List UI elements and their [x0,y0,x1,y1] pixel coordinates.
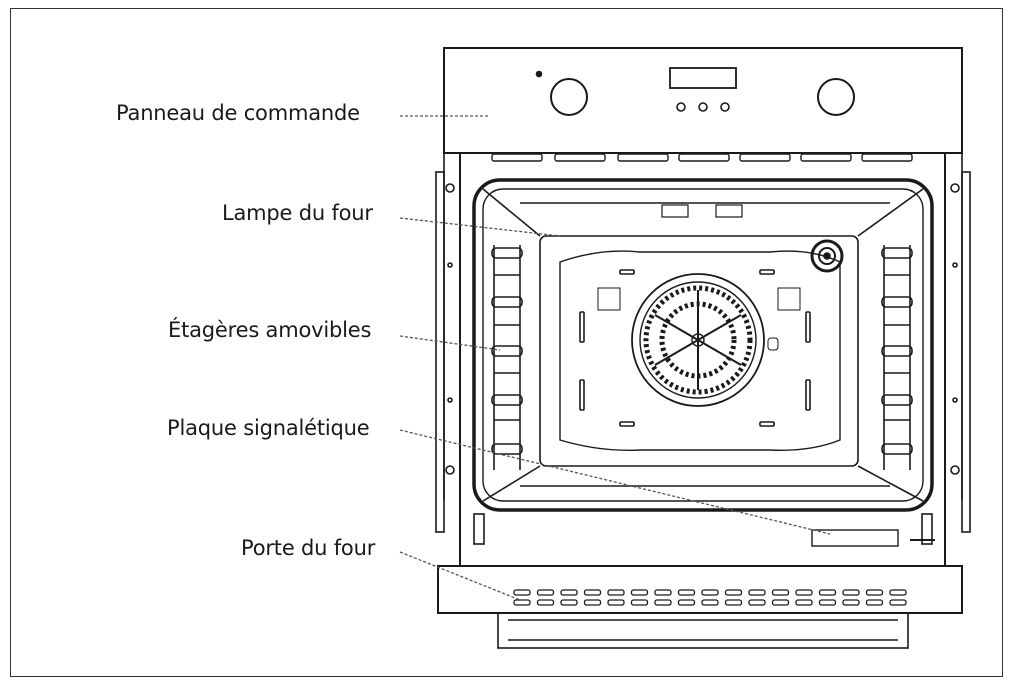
oven-body [435,153,971,565]
shelf-rails-right [881,245,913,470]
oven-cavity [472,178,934,512]
door-vent-slot [654,599,672,606]
door-vent-slot [842,599,860,606]
leader-rating-plate [399,429,831,535]
door-vent-slot [748,589,766,596]
leader-oven-door [399,551,521,601]
door-vent-slot [771,589,790,596]
rating-plate-rect [811,529,899,547]
door-vents [513,589,907,606]
door-vent-slot [607,599,625,606]
door-vent-slot [513,599,531,606]
leader-removable-shelves [399,335,501,351]
door-vent-slot [677,589,696,596]
door-vent-slot [677,599,696,606]
door-vent-slot [630,589,649,596]
door-vent-slot [865,599,884,606]
door-vent-slot [724,589,743,596]
door-vent-slot [795,599,813,606]
oven-lamp-fixture [810,239,844,273]
oven-door [437,550,963,649]
door-vent-slot [513,589,531,596]
door-vent-slot [748,599,766,606]
door-vent-slot [795,589,813,596]
door-vent-slot [818,589,837,596]
door-vent-slot [654,589,672,596]
door-vent-slot [536,599,555,606]
leader-oven-lamp [399,217,561,237]
door-vent-slot [560,589,578,596]
door-vent-slot [701,599,719,606]
label-oven-door: Porte du four [241,536,376,560]
door-vent-slot [889,599,907,606]
door-vent-slot [701,589,719,596]
door-vent-slot [865,589,884,596]
door-vent-slot [889,589,907,596]
door-vent-slot [818,599,837,606]
leader-lines [399,115,831,601]
convection-fan [631,273,765,407]
door-vent-slot [583,589,602,596]
door-vent-slot [583,599,602,606]
door-vent-slot [536,589,555,596]
door-vent-slot [560,599,578,606]
control-panel [443,47,963,154]
door-vent-slot [630,599,649,606]
door-vent-slot [724,599,743,606]
label-oven-lamp: Lampe du four [222,201,373,225]
label-control-panel: Panneau de commande [116,101,360,125]
label-removable-shelves: Étagères amovibles [168,318,372,342]
door-vent-slot [607,589,625,596]
lower-body [473,513,935,547]
shelf-rails-left [491,245,523,470]
panel-vents [491,153,913,162]
door-vent-slot [771,599,790,606]
door-vent-slot [842,589,860,596]
label-rating-plate: Plaque signalétique [167,416,370,440]
